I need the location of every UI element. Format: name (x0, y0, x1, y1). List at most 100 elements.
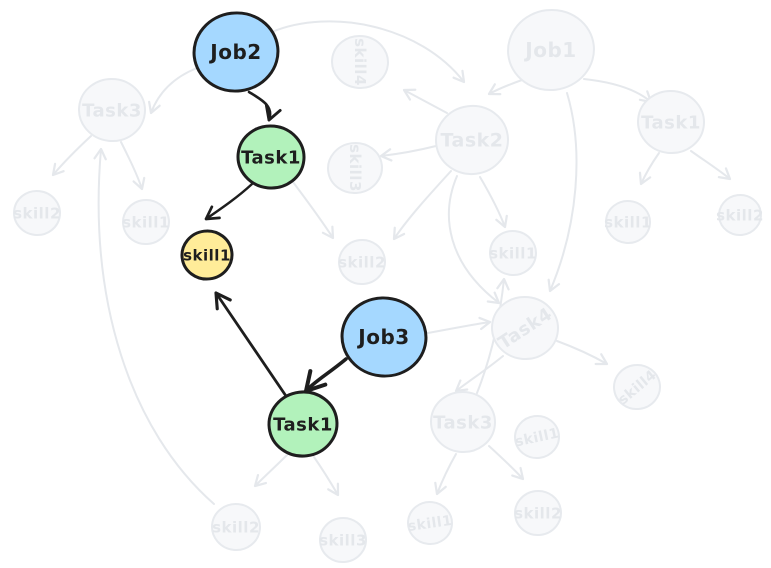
skill2-mid-circle (338, 238, 386, 286)
task1-right-label: Task1 (641, 112, 701, 133)
job3-circle (340, 296, 428, 378)
node-skill1-left[interactable]: skill1 (120, 197, 171, 246)
task1-right-circle (637, 89, 705, 155)
node-job3[interactable]: Job3 (338, 294, 430, 380)
edge-job2-to-task1-top (247, 90, 282, 122)
edge-task1-bottom-to-skill1-yellow (214, 291, 288, 398)
node-job2[interactable]: Job2 (190, 8, 283, 96)
node-skill2-right[interactable]: skill2 (716, 193, 764, 238)
task3-left-label: Task3 (82, 100, 142, 121)
job1-circle (507, 8, 595, 92)
task2-label: Task2 (441, 130, 504, 152)
node-skill2-bottom[interactable]: skill2 (512, 488, 563, 537)
skill2-right-label: skill2 (716, 206, 764, 224)
edge-task4-to-task3-bottom (454, 355, 504, 393)
node-task4[interactable]: Task4 (489, 294, 561, 363)
job2-circle (192, 11, 280, 93)
node-skill1-yellow[interactable]: skill1 (179, 228, 234, 282)
task1-top-label: Task1 (241, 147, 301, 168)
node-skill4-top[interactable]: skill4 (329, 33, 390, 91)
edge-task3-bottom-to-skill1-bottom (434, 453, 457, 496)
edge-task3-left-to-skill2-left (51, 135, 92, 177)
edge-task3-left-to-skill1-left (120, 141, 146, 191)
skill2-right-circle (718, 193, 762, 237)
node-skill1-mid[interactable]: skill1 (488, 229, 538, 278)
task2-circle (435, 104, 509, 176)
node-skill1-bottomright[interactable]: skill1 (513, 413, 562, 460)
skill4-top-label: skill4 (351, 38, 369, 86)
job1-label: Job1 (523, 38, 576, 62)
task3-bottom-label: Task3 (433, 412, 493, 433)
skill1-right-label: skill1 (604, 213, 652, 231)
edge-job1-to-task1-right (583, 78, 653, 104)
node-task1-bottom[interactable]: Task1 (265, 388, 340, 460)
skill1-bottom-circle (407, 500, 453, 546)
skill2-bottom-circle (514, 489, 562, 537)
edge-skill2-bottomleft-to-task3-left (93, 147, 215, 505)
edge-task1-bottom-to-skill3-bottom (313, 456, 340, 497)
node-skill2-left[interactable]: skill2 (12, 189, 62, 238)
skill1-yellow-circle (180, 229, 234, 281)
edge-task1-right-to-skill2-right (690, 150, 732, 181)
skill3-bottom-label: skill3 (319, 531, 367, 549)
node-task2[interactable]: Task2 (432, 102, 512, 178)
node-job1[interactable]: Job1 (503, 5, 598, 95)
edge-job1-to-task2 (487, 79, 523, 96)
skill1-right-circle (605, 199, 651, 245)
edges-layer (51, 20, 732, 505)
skill1-bottomright-circle (514, 414, 560, 460)
node-task1-right[interactable]: Task1 (635, 88, 707, 157)
task1-bottom-label: Task1 (273, 414, 333, 435)
skill1-yellow-label: skill1 (183, 246, 231, 264)
job2-label: Job2 (208, 40, 261, 64)
task1-top-circle (236, 124, 306, 190)
task4-circle (491, 295, 559, 361)
skill3-mid-label: skill3 (346, 144, 364, 192)
skill2-left-label: skill2 (13, 204, 61, 222)
skill1-left-circle (122, 198, 170, 246)
edge-job2-to-task3-left (148, 67, 198, 115)
node-skill3-mid[interactable]: skill3 (325, 140, 385, 196)
skill4-top-circle (331, 34, 389, 90)
edge-task1-bottom-to-skill2-bottomleft (253, 454, 288, 488)
node-task3-left[interactable]: Task3 (76, 76, 148, 145)
edge-job1-to-task4 (547, 92, 578, 293)
edge-task3-bottom-to-skill2-bottom (488, 445, 525, 481)
skill1-mid-circle (489, 229, 537, 277)
skill3-bottom-circle (319, 516, 367, 564)
skill3-mid-circle (327, 141, 383, 195)
node-skill2-bottomleft[interactable]: skill2 (210, 502, 263, 553)
node-skill1-bottom[interactable]: skill1 (406, 500, 454, 546)
skill1-bottom-label: skill1 (407, 513, 454, 535)
job3-label: Job3 (356, 325, 409, 349)
edge-task1-right-to-skill1-right (638, 152, 660, 186)
node-skill4-bottomright[interactable]: skill4 (611, 362, 662, 411)
skill1-left-label: skill1 (122, 213, 170, 231)
skill2-left-circle (13, 189, 61, 237)
node-task1-top[interactable]: Task1 (235, 123, 307, 192)
task3-left-circle (78, 77, 146, 143)
edge-task2-to-skill3-mid (379, 145, 437, 162)
edge-job3-to-task4 (427, 316, 492, 334)
node-skill2-mid[interactable]: skill2 (336, 237, 387, 286)
edge-job3-to-task1-bottom (303, 357, 348, 394)
skill1-mid-label: skill1 (489, 244, 537, 262)
task1-bottom-circle (267, 390, 339, 458)
edge-task2-to-skill4-top (402, 88, 448, 114)
node-skill1-right[interactable]: skill1 (604, 199, 652, 245)
skill4-bottomright-circle (613, 363, 661, 411)
edge-task1-top-to-skill2-mid (292, 181, 335, 240)
node-task3-bottom[interactable]: Task3 (428, 389, 498, 455)
edge-job2-to-task2 (271, 20, 466, 84)
edge-task2-to-task4 (447, 175, 501, 305)
skill2-bottomleft-label: skill2 (212, 518, 260, 536)
skill2-bottomleft-circle (211, 502, 261, 552)
task3-bottom-circle (430, 390, 496, 454)
node-skill3-bottom[interactable]: skill3 (317, 515, 368, 564)
edge-task4-to-skill4-bottomright (556, 340, 609, 366)
edge-task2-to-skill2-mid (392, 170, 452, 241)
skill2-mid-label: skill2 (338, 253, 386, 271)
